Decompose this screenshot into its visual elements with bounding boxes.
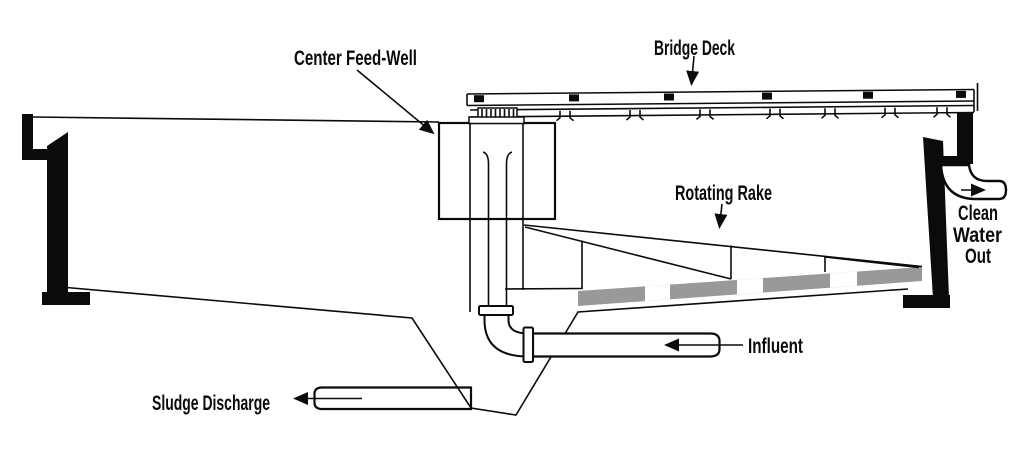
center-feed-well [437, 107, 557, 358]
deck-top-line [466, 88, 975, 95]
label-sludge-discharge: Sludge Discharge [152, 392, 270, 415]
right-wall-footing [903, 295, 950, 308]
feed-well-shell [437, 121, 557, 221]
column-cap [468, 116, 525, 125]
rail-post-base [956, 90, 966, 98]
deck-rail-posts [474, 90, 966, 103]
rake-top-chord [523, 224, 923, 268]
outlet-pipe-elbow [939, 163, 1008, 201]
outlet-channel-bottom [941, 156, 962, 165]
rake-blade-gap [830, 271, 857, 288]
feed-pipe-elbow [483, 314, 529, 358]
rail-post-base [762, 92, 772, 100]
sludge-pipe-body [313, 386, 473, 411]
label-clean-water-out-line3: Out [965, 245, 991, 268]
feed-pipe-bellmouth [482, 151, 513, 306]
rail-post-base [569, 94, 579, 102]
bridge-deck [466, 83, 979, 165]
label-clean-water-out-line1: Clean [958, 202, 998, 225]
rake-blade-gap [737, 278, 763, 295]
label-clean-water-out: Clean Water Out [953, 202, 1002, 268]
rotating-rake-truss [504, 224, 923, 290]
left-tank-wall [47, 132, 68, 293]
drive-hatching [481, 109, 515, 117]
sludge-discharge-pipe [313, 386, 473, 411]
rake-diagonal [524, 226, 732, 280]
feed-pipe-flange [478, 305, 514, 316]
rotating-rake-leader-arrow [714, 203, 728, 229]
rail-post-base [664, 93, 674, 101]
sludge-blanket [578, 267, 922, 306]
rake-bottom-chord [504, 287, 583, 290]
clarifier-tank-shell [22, 114, 950, 416]
tank-floor [60, 286, 909, 416]
bridge-deck-leader-arrow [686, 55, 700, 86]
left-launder-wall [22, 114, 48, 160]
launder-rail-top [469, 104, 975, 111]
rake-diagonal [824, 256, 920, 269]
influent-pipe-flange [522, 326, 534, 363]
left-wall-footing [42, 292, 90, 305]
label-bridge-deck: Bridge Deck [654, 37, 735, 60]
annotations: Center Feed-Well Bridge Deck Rotating Ra… [152, 37, 1002, 415]
center-feed-well-leader-arrow [356, 69, 435, 135]
label-center-feed-well: Center Feed-Well [294, 47, 417, 70]
label-clean-water-out-line2: Water [953, 224, 1002, 247]
rake-blade-gap [645, 284, 670, 302]
clean-water-outlet [939, 163, 1008, 201]
label-influent: Influent [748, 335, 803, 358]
deck-bottom-line [466, 100, 975, 107]
launder-rail-bottom [469, 111, 975, 118]
rail-post-base [474, 95, 484, 103]
deck-end-support-column [957, 112, 973, 164]
rail-post-base [863, 91, 873, 99]
drive-mechanism [477, 107, 518, 119]
water-surface-line [32, 116, 440, 123]
label-rotating-rake: Rotating Rake [675, 182, 772, 205]
